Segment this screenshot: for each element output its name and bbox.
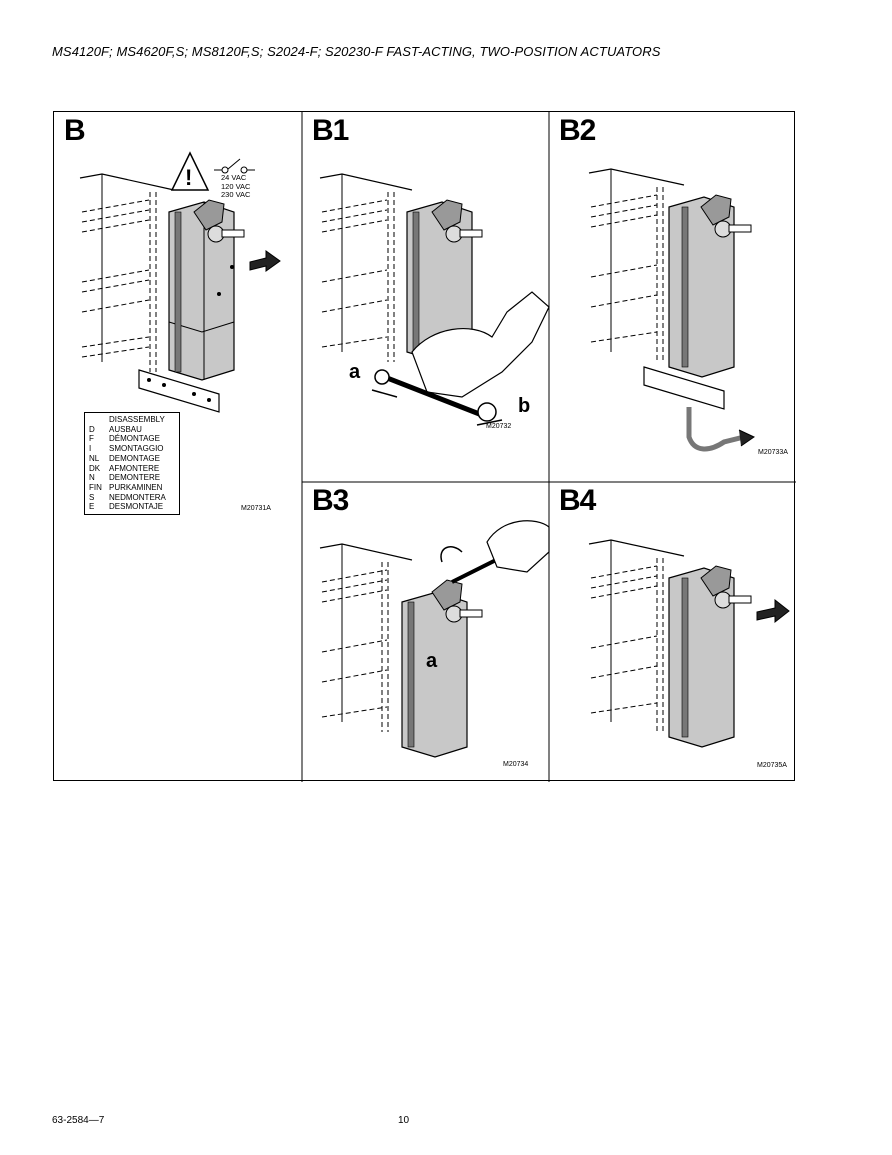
panel-grid — [301, 112, 796, 782]
figure-code: M20731A — [241, 505, 271, 512]
panel-b1: B1 a b M20732 — [302, 112, 550, 482]
panel-b4-label: B4 — [559, 484, 596, 517]
voltage-list: 24 VAC 120 VAC 230 VAC — [221, 173, 251, 200]
actuator-illustration — [319, 173, 550, 426]
figure-code: M20735A — [757, 762, 787, 769]
panel-b4: B4 M20735A — [549, 482, 796, 782]
actuator-illustration: ! — [79, 151, 281, 413]
panel-b2-label: B2 — [559, 114, 596, 147]
figure-code: M20734 — [503, 761, 529, 768]
panel-b: B — [54, 112, 302, 782]
panel-b3-label: B3 — [312, 484, 349, 517]
panel-b3: B3 a M20734 — [302, 482, 550, 782]
actuator-illustration — [588, 539, 790, 748]
callout-b: b — [518, 395, 531, 417]
page-header: MS4120F; MS4620F,S; MS8120F,S; S2024-F; … — [52, 44, 661, 59]
doc-number: 63-2584—7 — [52, 1115, 105, 1126]
callout-a: a — [349, 361, 361, 383]
panel-b2: B2 M20733A — [549, 112, 796, 482]
svg-text:!: ! — [185, 165, 192, 190]
page-number: 10 — [398, 1115, 410, 1126]
callout-a: a — [426, 650, 438, 672]
voltage-24: 24 VAC — [221, 173, 247, 182]
voltage-120: 120 VAC — [221, 181, 251, 191]
figure-code: M20733A — [758, 449, 788, 456]
figure-frame: B — [53, 111, 796, 782]
actuator-illustration — [588, 168, 756, 452]
figure-code: M20732 — [486, 423, 512, 430]
actuator-illustration — [319, 520, 550, 758]
panel-b1-label: B1 — [312, 114, 349, 147]
voltage-230: 230 VAC — [221, 190, 251, 199]
lang-row: DISASSEMBLY — [109, 415, 165, 424]
panel-b-label: B — [64, 114, 86, 147]
